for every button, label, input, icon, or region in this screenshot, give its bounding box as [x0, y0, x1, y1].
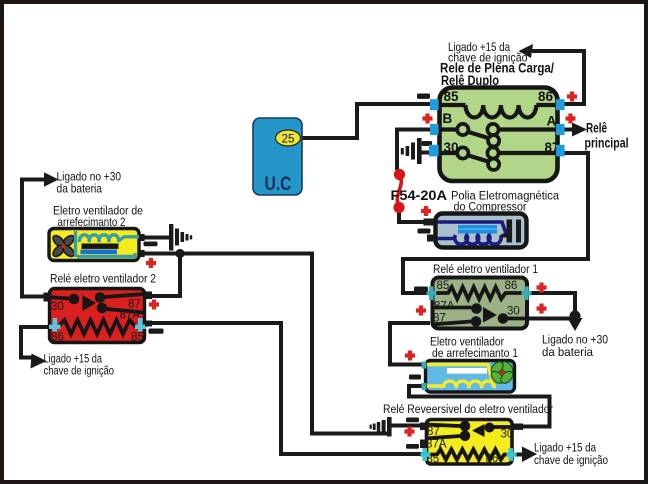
- svg-text:Ligado +15 da: Ligado +15 da: [44, 352, 103, 366]
- svg-text:87A: 87A: [434, 301, 455, 313]
- svg-text:Relé eletro ventilador 1: Relé eletro ventilador 1: [433, 262, 538, 276]
- svg-text:85: 85: [131, 332, 144, 344]
- svg-text:30: 30: [507, 306, 520, 318]
- svg-text:A: A: [547, 114, 557, 129]
- svg-text:da bateria: da bateria: [57, 182, 103, 196]
- svg-text:85: 85: [437, 280, 450, 292]
- svg-text:Ligado +15 da: Ligado +15 da: [534, 441, 596, 455]
- svg-text:arrefecimanto 2: arrefecimanto 2: [58, 215, 126, 229]
- svg-text:Ligado no +30: Ligado no +30: [542, 333, 608, 347]
- svg-text:B: B: [443, 111, 453, 126]
- svg-text:da bateria: da bateria: [542, 345, 593, 359]
- svg-text:chave de ignição: chave de ignição: [448, 51, 528, 65]
- svg-text:de arrefecimanto 1: de arrefecimanto 1: [432, 346, 518, 360]
- svg-text:chave de ignição: chave de ignição: [44, 364, 115, 378]
- svg-text:principal: principal: [585, 136, 629, 151]
- svg-text:87A: 87A: [120, 310, 141, 322]
- svg-text:87: 87: [433, 313, 446, 325]
- svg-text:U.C: U.C: [265, 174, 292, 195]
- svg-text:Eletro ventilador de: Eletro ventilador de: [53, 204, 143, 218]
- svg-text:25: 25: [282, 134, 295, 146]
- svg-text:Rele de Plena Carga/: Rele de Plena Carga/: [440, 61, 554, 76]
- svg-text:Ligado no +30: Ligado no +30: [57, 170, 122, 184]
- svg-text:Relê Duplo: Relê Duplo: [441, 73, 499, 88]
- svg-text:87A: 87A: [426, 439, 447, 451]
- svg-text:87: 87: [128, 299, 141, 311]
- svg-text:86: 86: [538, 89, 554, 104]
- svg-text:86: 86: [51, 332, 64, 344]
- svg-text:86: 86: [505, 280, 518, 292]
- svg-text:30: 30: [51, 301, 64, 313]
- svg-text:85: 85: [444, 89, 460, 104]
- svg-text:87: 87: [427, 426, 440, 438]
- svg-text:Eletro ventilador: Eletro ventilador: [430, 335, 504, 349]
- svg-text:86: 86: [486, 453, 499, 465]
- svg-text:Ligado +15 da: Ligado +15 da: [448, 40, 510, 54]
- svg-text:F54-20A: F54-20A: [391, 188, 448, 203]
- svg-text:do Compressor: do Compressor: [454, 200, 527, 214]
- svg-text:Polia Eletromagnética: Polia Eletromagnética: [451, 189, 559, 203]
- svg-text:87: 87: [545, 140, 560, 155]
- svg-text:Relé Reveersivel do eletro ven: Relé Reveersivel do eletro ventilador: [383, 402, 553, 416]
- svg-text:30: 30: [501, 429, 514, 441]
- svg-text:Relê: Relê: [586, 121, 607, 136]
- svg-text:Relé eletro ventilador 2: Relé eletro ventilador 2: [50, 272, 156, 286]
- svg-text:30: 30: [444, 140, 459, 155]
- svg-text:chave de ignição: chave de ignição: [534, 453, 608, 467]
